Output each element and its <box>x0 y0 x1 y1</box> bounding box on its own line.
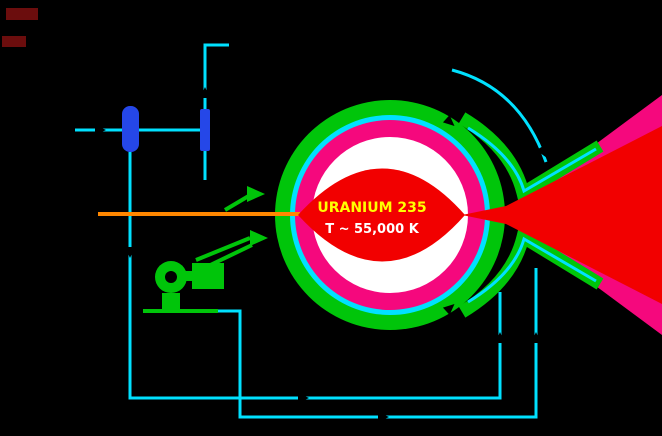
flow-arrow <box>200 87 210 98</box>
propellant-pump-capsule <box>122 106 139 152</box>
return-loop-pipe <box>205 268 538 419</box>
blue-components <box>122 106 210 152</box>
nozzle-arm-lower <box>458 226 604 318</box>
plasma-and-exhaust <box>298 126 662 304</box>
pump-mount <box>162 293 180 309</box>
flow-arrow <box>343 326 354 336</box>
flow-arrow <box>378 412 389 422</box>
pump-shaft <box>183 271 193 281</box>
injector-assembly <box>143 186 268 313</box>
corner-mark <box>6 8 38 20</box>
flow-arrow <box>536 145 546 158</box>
injector-nozzle-lower <box>250 230 268 246</box>
flow-arrow <box>343 94 354 104</box>
flow-arrow <box>229 40 240 50</box>
flow-arrow <box>442 114 455 127</box>
corner-marks <box>2 8 38 47</box>
turbopump-hub <box>165 271 177 283</box>
injector-feed-line <box>195 236 251 262</box>
topright-coolant-arc <box>451 68 548 163</box>
flow-arrow <box>125 247 135 258</box>
nozzle-arm-upper <box>458 112 604 204</box>
valve-block <box>200 109 210 151</box>
exhaust-plume <box>462 126 662 304</box>
flow-arrow <box>442 303 455 316</box>
corner-mark <box>2 36 26 47</box>
core-label-line2: T ~ 55,000 K <box>325 222 420 237</box>
flow-arrows <box>95 40 546 422</box>
core-labels: URANIUM 235 T ~ 55,000 K <box>317 200 426 237</box>
core-label-line1: URANIUM 235 <box>317 200 426 216</box>
nozzle-coolant-line-lower <box>467 236 597 304</box>
flow-arrow <box>531 332 541 343</box>
uranium-plasma-core <box>298 168 465 262</box>
pump-housing <box>192 263 224 289</box>
nozzle-coolant-line-upper <box>467 126 597 194</box>
flow-arrow <box>95 125 106 135</box>
outer-loop-pipe <box>128 152 502 400</box>
injector-nozzle-upper <box>247 186 265 202</box>
flow-arrow <box>298 393 309 403</box>
flow-arrow <box>495 332 505 343</box>
